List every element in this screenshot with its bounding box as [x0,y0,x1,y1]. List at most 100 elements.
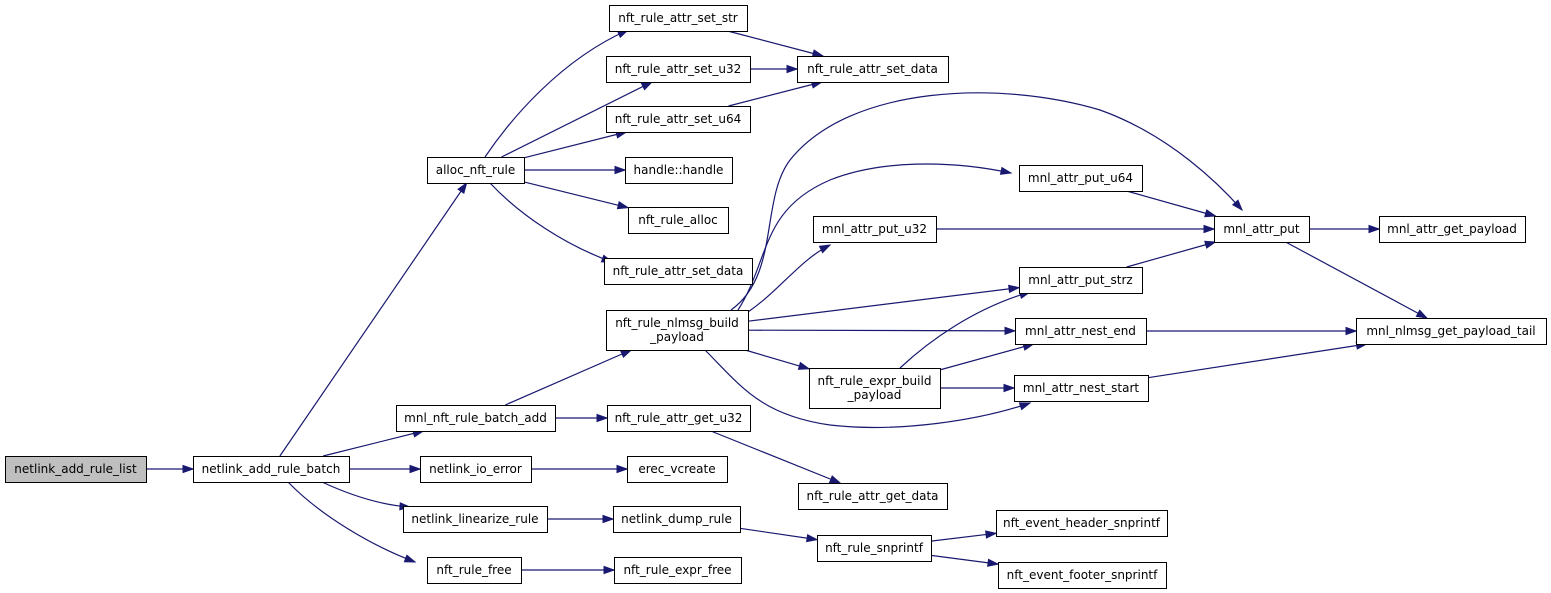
call-edge-arrowhead [1368,224,1381,234]
call-graph-edges [146,29,1429,575]
function-node[interactable]: mnl_nlmsg_get_payload_tail [1356,318,1547,345]
function-node-box [607,405,751,432]
function-node[interactable]: nft_rule_attr_set_u32 [606,56,751,83]
call-edge-line [704,349,1031,429]
call-edge-arrowhead [987,558,1000,567]
call-edge-line [747,244,831,313]
call-edge [146,464,195,474]
call-edge-arrowhead [1204,209,1217,218]
function-node[interactable]: nft_rule_alloc [628,207,729,234]
call-edge-arrowhead [806,533,819,543]
function-node[interactable]: nft_event_header_snprintf [996,510,1168,537]
call-edge [739,527,819,543]
function-node-label: nft_rule_expr_build [818,374,932,388]
function-node[interactable]: nft_rule_attr_get_data [798,483,948,510]
call-edge [1309,224,1381,234]
call-edge-line [728,81,823,107]
function-node-box [606,56,751,83]
function-node-box [1019,267,1143,294]
function-node[interactable]: alloc_nft_rule [427,157,525,184]
call-edge [737,163,1013,311]
function-node-label: erec_vcreate [638,462,715,476]
call-edge-arrowhead [409,464,422,474]
function-node-box [628,207,729,234]
call-edge [1126,240,1217,268]
call-edge [287,481,417,563]
function-node[interactable]: nft_rule_attr_set_data [604,258,753,285]
function-node[interactable]: mnl_attr_put_strz [1019,267,1143,294]
call-edge-arrowhead [1018,402,1032,411]
call-edge-arrowhead [786,64,799,74]
function-node-box [1019,165,1143,192]
function-node-box [427,157,525,184]
function-node-box [809,368,941,409]
call-edge [501,81,654,158]
function-node-box [625,157,733,184]
function-node-box [1356,318,1547,345]
call-edge [728,80,824,107]
call-edge-arrowhead [1415,309,1429,319]
function-node-label: mnl_attr_put_strz [1028,273,1132,287]
call-edge-line [279,182,468,457]
call-edge-arrowhead [1004,326,1017,336]
function-node[interactable]: netlink_linearize_rule [403,506,548,533]
function-node-box [1015,318,1147,345]
function-node[interactable]: nft_rule_expr_build_payload [809,368,941,409]
function-node-box [606,310,749,351]
function-node[interactable]: netlink_add_rule_list [5,456,147,483]
function-node[interactable]: mnl_attr_get_payload [1379,216,1526,243]
function-node[interactable]: netlink_dump_rule [613,506,741,533]
call-edge [1146,326,1358,336]
function-node-label: nft_rule_nlmsg_build [615,316,739,330]
function-node[interactable]: mnl_nft_rule_batch_add [396,405,556,432]
function-node-label: nft_rule_attr_set_data [613,264,744,278]
function-node[interactable]: erec_vcreate [627,456,728,483]
function-node-label: mnl_attr_get_payload [1387,222,1517,236]
function-node[interactable]: nft_rule_attr_set_data [797,56,949,83]
function-node-box [604,258,753,285]
function-node-label: nft_rule_attr_set_str [618,11,738,25]
function-node-label: mnl_attr_nest_start [1023,381,1140,395]
call-edge [710,430,842,484]
function-node-label: nft_rule_attr_set_u32 [615,62,742,76]
function-node[interactable]: mnl_attr_put_u64 [1019,165,1143,192]
function-node[interactable]: nft_rule_expr_free [614,557,742,584]
call-edge-line [930,532,997,542]
function-node[interactable]: nft_rule_attr_set_str [609,5,748,32]
call-edge-line [1147,343,1367,379]
function-node-label: _payload [649,330,704,344]
function-node[interactable]: netlink_io_error [420,456,532,483]
function-node[interactable]: nft_rule_snprintf [817,535,932,562]
function-node[interactable]: nft_rule_free [427,557,522,584]
function-node-box [403,506,548,533]
function-node[interactable]: nft_rule_nlmsg_build_payload [606,310,749,351]
call-edge-line [501,81,653,158]
function-node-label: nft_rule_free [436,563,511,577]
function-node[interactable]: nft_event_footer_snprintf [998,562,1167,589]
function-node-box [396,405,556,432]
function-node-label: nft_rule_attr_get_data [806,489,938,503]
function-node[interactable]: mnl_attr_put_u32 [813,216,937,243]
function-node-box [609,5,748,32]
function-node[interactable]: mnl_attr_nest_end [1015,318,1147,345]
call-edge-line [523,181,629,209]
function-node-box [613,506,741,533]
call-edge [524,165,627,175]
function-node-box [420,456,532,483]
function-node[interactable]: mnl_attr_nest_start [1014,375,1149,402]
function-node[interactable]: nft_rule_attr_set_u64 [606,106,751,133]
call-edge [747,284,1021,322]
call-edge [727,30,825,58]
call-edge [744,349,811,370]
call-edge-line [899,291,1031,369]
function-node[interactable]: handle::handle [625,157,733,184]
call-edge-arrowhead [603,565,616,575]
call-edge-line [744,349,810,370]
call-edge-arrowhead [616,464,629,474]
function-node[interactable]: nft_rule_attr_get_u32 [607,405,751,432]
function-node[interactable]: mnl_attr_put [1214,216,1310,243]
function-node[interactable]: netlink_add_rule_batch [193,456,350,483]
call-edge-arrowhead [602,514,615,524]
function-node-box [817,535,932,562]
function-node-label: nft_rule_attr_get_u32 [615,411,743,425]
